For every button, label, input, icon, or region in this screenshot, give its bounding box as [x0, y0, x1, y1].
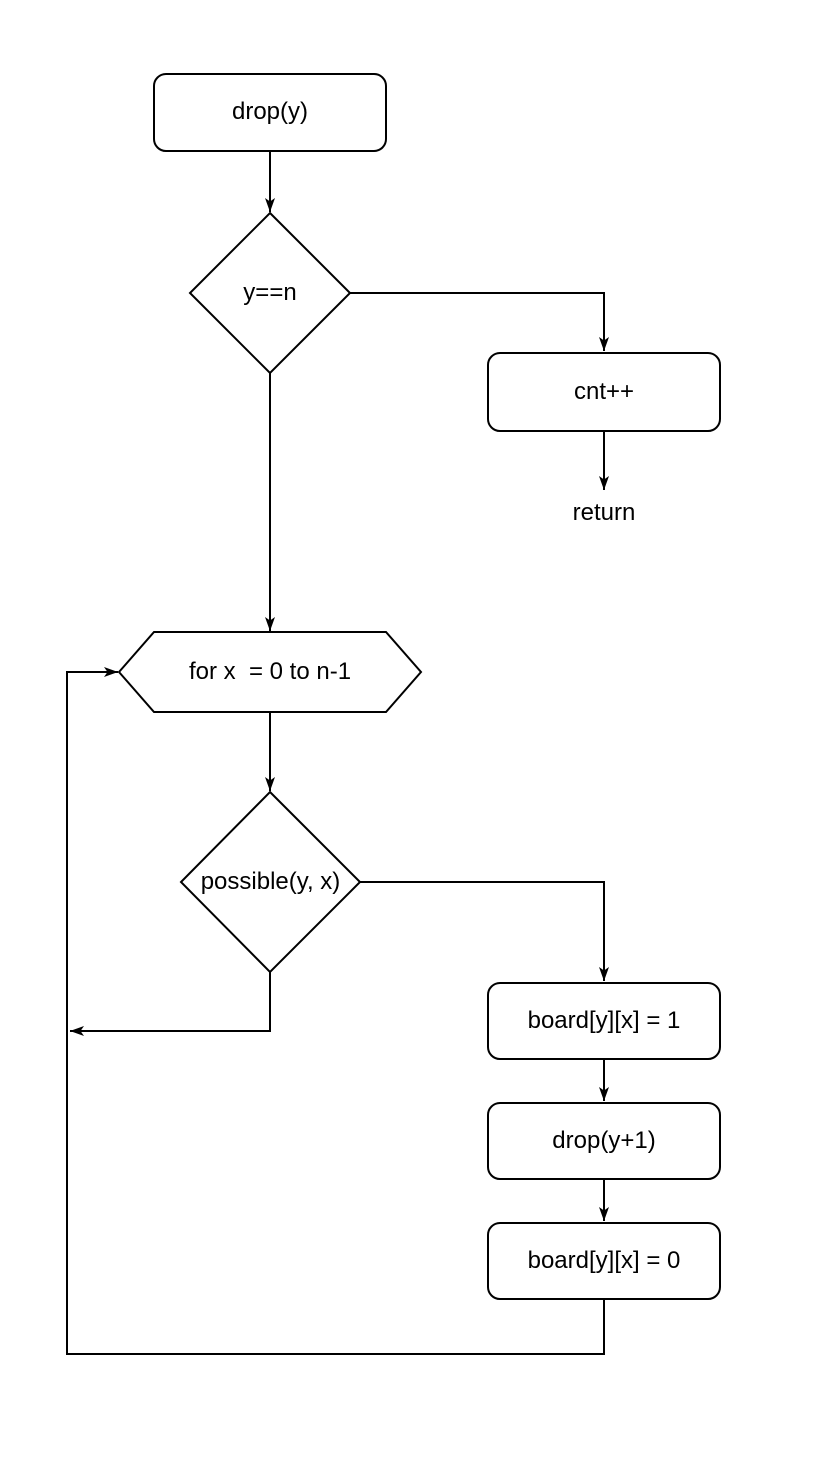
node-set-board-1: board[y][x] = 1 — [487, 982, 721, 1060]
node-set-board-1-label: board[y][x] = 1 — [527, 1006, 681, 1034]
node-set-board-0: board[y][x] = 0 — [487, 1222, 721, 1300]
decision-y-equals-n-shape — [188, 211, 352, 375]
edge-loop-back-to-for-loop — [66, 667, 605, 1355]
node-drop-recurse-label: drop(y+1) — [552, 1126, 656, 1154]
decision-possible-shape — [179, 790, 362, 974]
node-drop-y: drop(y) — [153, 73, 387, 152]
node-set-board-0-label: board[y][x] = 0 — [527, 1246, 681, 1274]
node-drop-y-label: drop(y) — [231, 98, 309, 126]
node-cnt-increment: cnt++ — [487, 352, 721, 432]
node-drop-recurse: drop(y+1) — [487, 1102, 721, 1180]
edge-check-possible-to-set-board-1 — [360, 881, 609, 981]
for-loop-hexagon-shape — [117, 631, 423, 713]
node-cnt-increment-label: cnt++ — [573, 377, 635, 405]
edge-check-possible-continue — [70, 972, 271, 1036]
edge-check-y-n-to-cnt — [350, 292, 609, 351]
